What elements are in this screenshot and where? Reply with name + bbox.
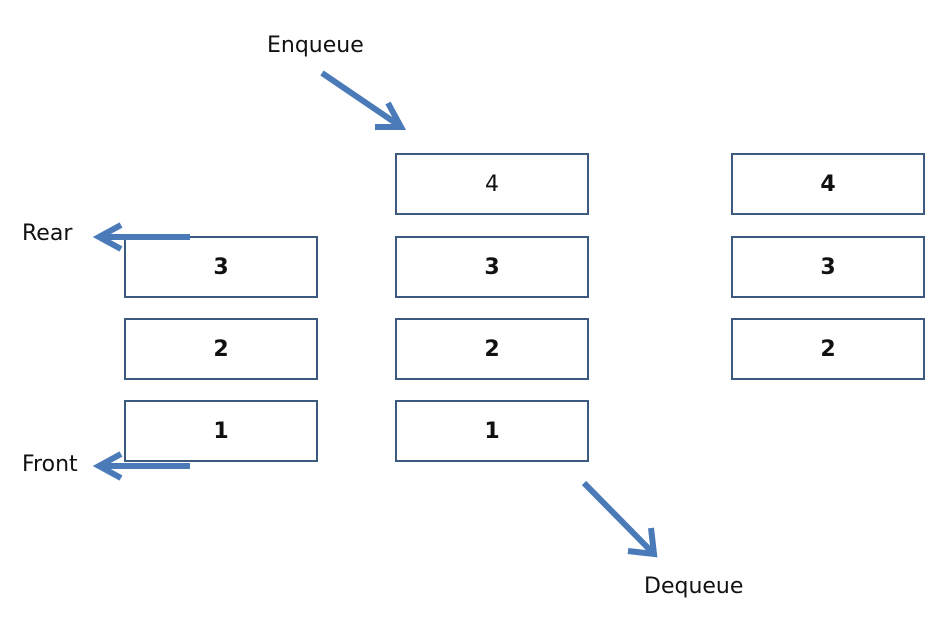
front-arrow-icon [92, 451, 190, 481]
queue-cell: 4 [731, 153, 925, 215]
enqueue-arrow-icon [320, 70, 407, 130]
queue-cell: 2 [395, 318, 589, 380]
rear-label: Rear [22, 221, 73, 246]
rear-arrow-icon [92, 222, 190, 252]
queue-cell: 3 [395, 236, 589, 298]
dequeue-arrow-icon [581, 480, 658, 558]
dequeue-label: Dequeue [644, 574, 744, 599]
queue-cell: 2 [124, 318, 318, 380]
front-label: Front [22, 452, 78, 477]
queue-cell: 3 [731, 236, 925, 298]
queue-cell: 1 [395, 400, 589, 462]
queue-cell: 2 [731, 318, 925, 380]
queue-cell: 3 [124, 236, 318, 298]
queue-cell: 1 [124, 400, 318, 462]
enqueue-label: Enqueue [267, 33, 364, 58]
queue-cell-new: 4 [395, 153, 589, 215]
